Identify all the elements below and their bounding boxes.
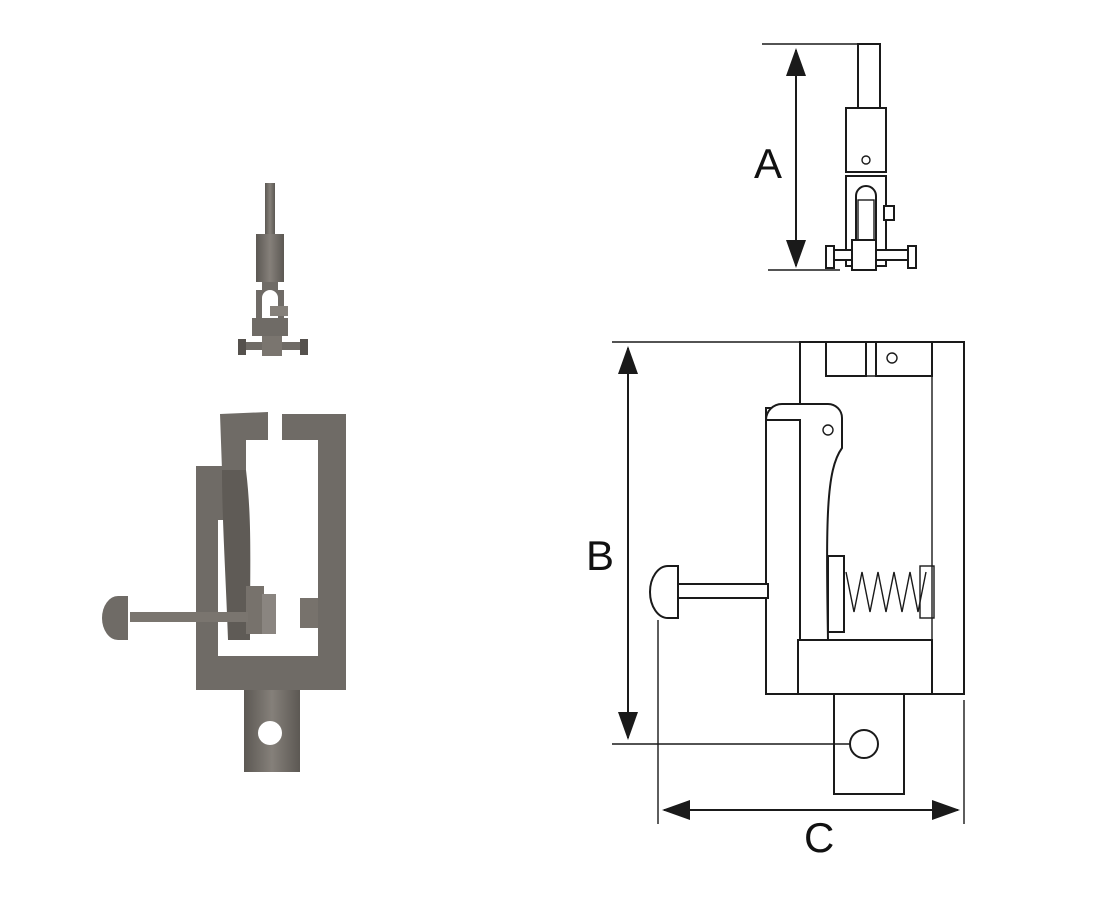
dimension-b-label: B [586, 532, 614, 579]
dimension-c-label: C [804, 814, 834, 861]
line-drawing-front-view [649, 341, 965, 795]
dimension-a-label: A [754, 140, 782, 187]
dimension-a: A [754, 43, 860, 271]
line-drawing-side-view [825, 43, 917, 271]
dimension-b: B [586, 341, 850, 745]
rendered-front-view [102, 412, 346, 772]
rendered-side-view [238, 183, 308, 356]
dimension-c: C [657, 620, 965, 861]
